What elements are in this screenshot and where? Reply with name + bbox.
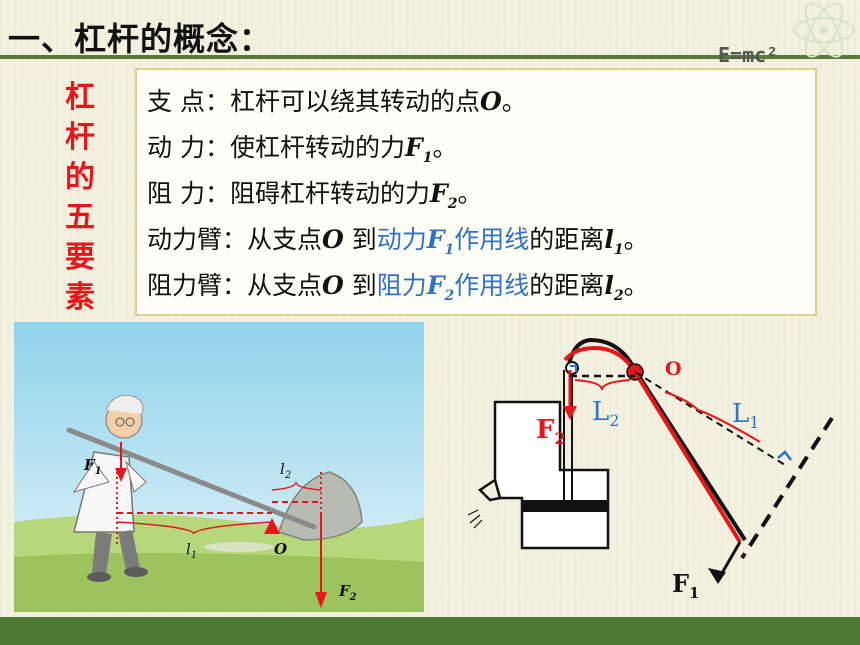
side-title-char: 素: [65, 280, 95, 315]
definition-resistance: 阻 力：阻碍杠杆转动的力F2。: [147, 179, 483, 212]
label-o: O: [665, 358, 682, 380]
f1-action-line: [740, 416, 834, 560]
label-l2: L2: [592, 397, 619, 430]
logo-formula: E=mc²: [718, 43, 778, 67]
atom-logo: E=mc²: [718, 2, 855, 67]
label-l2: l2: [280, 460, 291, 481]
fulcrum-marker: [264, 518, 280, 534]
pump-handle-red: [563, 345, 742, 544]
side-title-char: 杆: [65, 120, 95, 155]
side-title: 杠 杆 的 五 要 素: [60, 78, 100, 318]
label-f2: F2: [338, 582, 357, 603]
label-f1: F1: [83, 456, 102, 477]
lever-illustration: F1 l1 l2 O F2: [14, 322, 424, 612]
lever-bar: [66, 427, 317, 530]
scientist-figure: [72, 394, 148, 582]
definition-resistance-arm: 阻力臂：从支点O 到阻力F2作用线的距离l2。: [147, 271, 649, 304]
side-title-char: 杠: [65, 80, 95, 115]
pump-piston: [522, 500, 608, 512]
definition-fulcrum: 支 点：杠杆可以绕其转动的点O。: [147, 87, 527, 116]
label-l1: L1: [732, 399, 759, 432]
title-divider: [0, 55, 860, 59]
label-f2: F2: [536, 415, 566, 448]
definition-effort: 动 力：使杠杆转动的力F1。: [147, 133, 458, 166]
label-l1: l1: [186, 540, 197, 561]
page-title: 一、杠杆的概念：: [8, 20, 273, 58]
definition-box: 支 点：杠杆可以绕其转动的点O。 动 力：使杠杆转动的力F1。 阻 力：阻碍杠杆…: [135, 68, 817, 316]
footer-bar: [0, 617, 860, 645]
label-f1: F1: [672, 569, 699, 602]
side-title-char: 的: [65, 160, 95, 195]
label-o: O: [274, 540, 287, 558]
pump-lever-diagram: O F2 L2 L1 F1: [467, 337, 834, 602]
definition-effort-arm: 动力臂：从支点O 到动力F1作用线的距离l1。: [147, 225, 649, 258]
side-title-char: 要: [65, 240, 95, 275]
side-title-char: 五: [65, 200, 95, 235]
